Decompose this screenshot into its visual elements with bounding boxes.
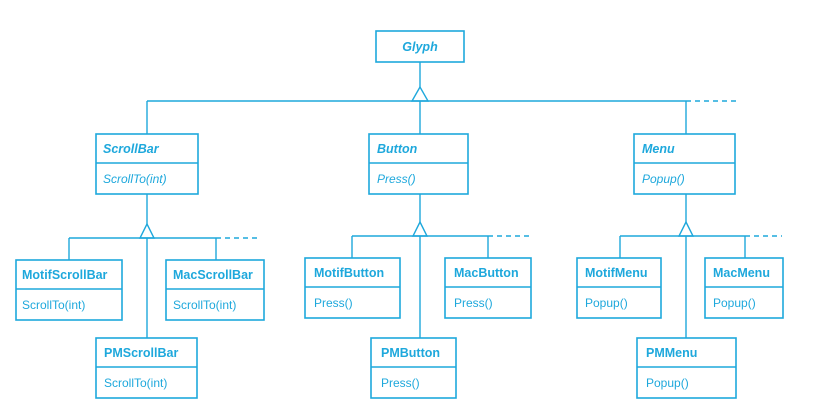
class-menu: Menu Popup() xyxy=(633,133,736,195)
class-operation: Press() xyxy=(377,172,416,186)
inheritance-connectors xyxy=(68,62,782,338)
class-mac-scrollbar: MacScrollBar ScrollTo(int) xyxy=(165,259,265,321)
class-operation: ScrollTo(int) xyxy=(173,298,236,312)
class-operation: Popup() xyxy=(585,296,628,310)
scrollbar-inheritance-triangle xyxy=(138,222,156,239)
class-name: MacButton xyxy=(454,266,519,280)
class-box xyxy=(95,133,199,195)
class-box xyxy=(375,30,465,63)
class-box xyxy=(444,257,532,319)
class-operation: Press() xyxy=(454,296,493,310)
class-name: MotifScrollBar xyxy=(22,268,108,282)
class-button: Button Press() xyxy=(368,133,469,195)
class-box xyxy=(704,257,784,319)
class-name: PMScrollBar xyxy=(104,346,178,360)
class-scrollbar: ScrollBar ScrollTo(int) xyxy=(95,133,199,195)
class-operation: Popup() xyxy=(713,296,756,310)
class-operation: ScrollTo(int) xyxy=(22,298,85,312)
class-box xyxy=(165,259,265,321)
class-motif-button: MotifButton Press() xyxy=(304,257,401,319)
class-box xyxy=(636,337,737,399)
class-glyph: Glyph xyxy=(375,30,465,63)
class-pm-menu: PMMenu Popup() xyxy=(636,337,737,399)
class-pm-scrollbar: PMScrollBar ScrollTo(int) xyxy=(95,337,198,399)
class-box xyxy=(368,133,469,195)
class-name: MotifButton xyxy=(314,266,384,280)
class-name: PMButton xyxy=(381,346,440,360)
class-box xyxy=(15,259,123,321)
class-box xyxy=(370,337,457,399)
class-box xyxy=(304,257,401,319)
class-operation: ScrollTo(int) xyxy=(104,376,167,390)
class-operation: Press() xyxy=(314,296,353,310)
class-name: ScrollBar xyxy=(103,142,160,156)
class-name: PMMenu xyxy=(646,346,697,360)
class-name: MacMenu xyxy=(713,266,770,280)
class-name: Menu xyxy=(642,142,675,156)
class-operation: Popup() xyxy=(646,376,689,390)
class-name: Button xyxy=(377,142,418,156)
class-box xyxy=(633,133,736,195)
class-name: Glyph xyxy=(402,40,438,54)
class-box xyxy=(576,257,662,319)
class-name: MotifMenu xyxy=(585,266,647,280)
class-box xyxy=(95,337,198,399)
class-mac-button: MacButton Press() xyxy=(444,257,532,319)
class-operation: Press() xyxy=(381,376,420,390)
class-motif-menu: MotifMenu Popup() xyxy=(576,257,662,319)
glyph-inheritance-triangle xyxy=(410,85,430,102)
menu-inheritance-triangle xyxy=(677,220,695,237)
class-motif-scrollbar: MotifScrollBar ScrollTo(int) xyxy=(15,259,123,321)
class-mac-menu: MacMenu Popup() xyxy=(704,257,784,319)
button-inheritance-triangle xyxy=(411,220,429,237)
class-name: MacScrollBar xyxy=(173,268,253,282)
class-operation: Popup() xyxy=(642,172,685,186)
class-pm-button: PMButton Press() xyxy=(370,337,457,399)
class-operation: ScrollTo(int) xyxy=(103,172,167,186)
